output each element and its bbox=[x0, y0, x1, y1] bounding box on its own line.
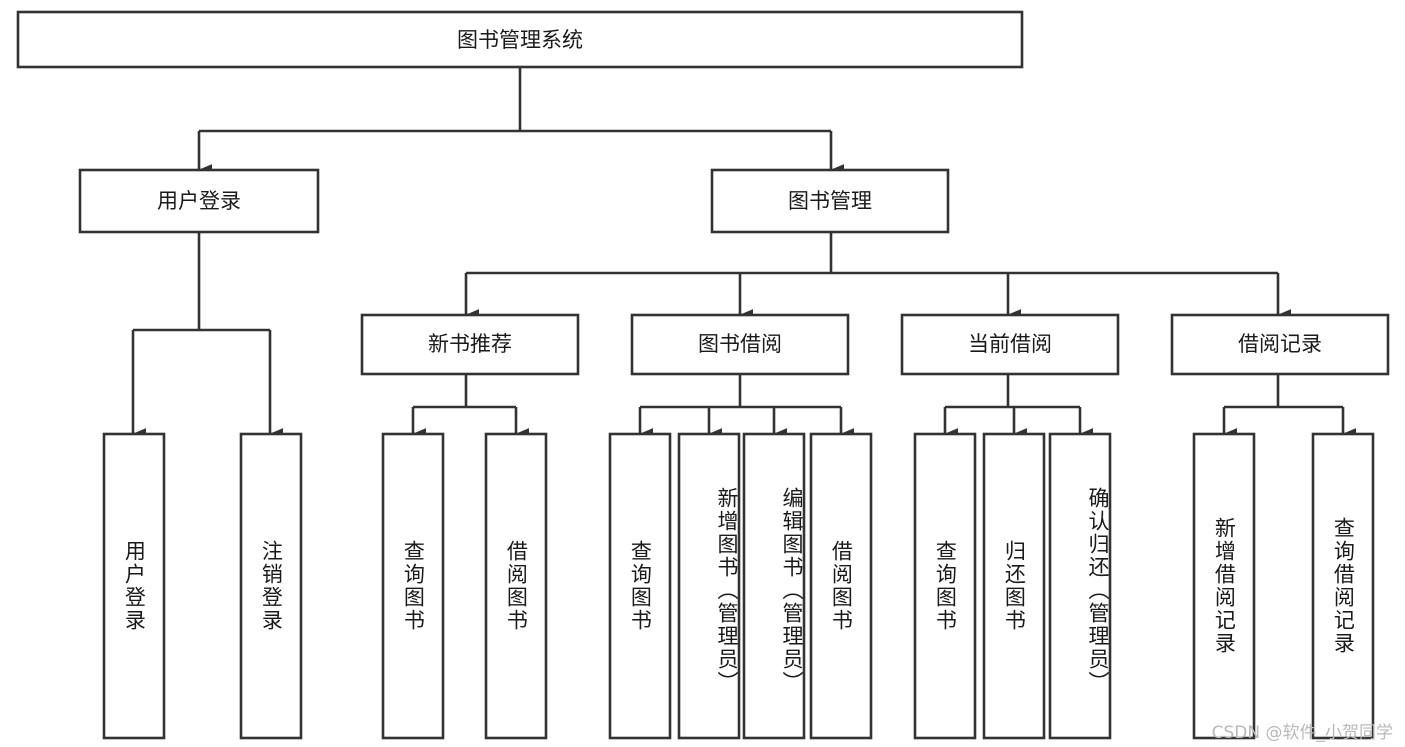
node-new-book-recommend[interactable]: 新书推荐 bbox=[360, 313, 580, 376]
leaf-box-current-3[interactable] bbox=[1048, 432, 1112, 740]
node-book-borrow-label: 图书借阅 bbox=[698, 332, 782, 356]
leaf-boxes-records bbox=[1192, 432, 1375, 740]
node-book-borrow[interactable]: 图书借阅 bbox=[630, 313, 850, 376]
node-book-borrow-box[interactable] bbox=[630, 313, 850, 376]
leaf-boxes-current bbox=[913, 432, 1112, 740]
node-user-login-box[interactable] bbox=[78, 168, 320, 234]
edges-user-login-to-leaves bbox=[131, 232, 284, 440]
leaf-box-current-1[interactable] bbox=[913, 432, 977, 740]
node-current-borrow-label: 当前借阅 bbox=[968, 332, 1052, 356]
node-new-book-recommend-box[interactable] bbox=[360, 313, 580, 376]
leaf-box-borrow-3[interactable] bbox=[742, 432, 806, 740]
node-current-borrow[interactable]: 当前借阅 bbox=[900, 313, 1120, 376]
leaf-box-borrow-4[interactable] bbox=[809, 432, 873, 740]
leaf-box-new-book-2[interactable] bbox=[484, 432, 548, 740]
edges-current-to-leaves bbox=[943, 374, 1094, 440]
edges-root-to-level2 bbox=[197, 67, 845, 176]
node-root-label: 图书管理系统 bbox=[457, 28, 583, 52]
node-book-management[interactable]: 图书管理 bbox=[710, 168, 950, 234]
leaf-box-user-login-1[interactable] bbox=[102, 432, 166, 740]
leaf-boxes-user-login bbox=[102, 432, 303, 740]
leaf-box-borrow-1[interactable] bbox=[608, 432, 672, 740]
edges-book-mgmt-to-level3 bbox=[464, 232, 1292, 321]
edges-records-to-leaves bbox=[1222, 374, 1357, 440]
node-borrow-records[interactable]: 借阅记录 bbox=[1170, 313, 1390, 376]
node-root[interactable]: 图书管理系统 bbox=[16, 10, 1024, 69]
node-user-login-label: 用户登录 bbox=[157, 189, 241, 213]
node-borrow-records-label: 借阅记录 bbox=[1238, 332, 1322, 356]
leaf-box-borrow-2[interactable] bbox=[677, 432, 741, 740]
leaf-box-records-1[interactable] bbox=[1192, 432, 1256, 740]
csdn-watermark: CSDN @软件_小贺同学 bbox=[1211, 723, 1393, 743]
leaf-boxes-borrow bbox=[608, 432, 873, 740]
leaf-box-records-2[interactable] bbox=[1311, 432, 1375, 740]
edges-borrow-to-leaves bbox=[638, 374, 855, 440]
node-new-book-recommend-label: 新书推荐 bbox=[428, 332, 512, 356]
node-root-box[interactable] bbox=[16, 10, 1024, 69]
leaf-box-current-2[interactable] bbox=[982, 432, 1046, 740]
node-book-management-box[interactable] bbox=[710, 168, 950, 234]
node-borrow-records-box[interactable] bbox=[1170, 313, 1390, 376]
leaf-box-user-login-2[interactable] bbox=[239, 432, 303, 740]
edges-new-book-to-leaves bbox=[411, 374, 530, 440]
node-book-management-label: 图书管理 bbox=[788, 189, 872, 213]
leaf-boxes-new-book bbox=[381, 432, 548, 740]
node-current-borrow-box[interactable] bbox=[900, 313, 1120, 376]
node-user-login[interactable]: 用户登录 bbox=[78, 168, 320, 234]
leaf-box-new-book-1[interactable] bbox=[381, 432, 445, 740]
